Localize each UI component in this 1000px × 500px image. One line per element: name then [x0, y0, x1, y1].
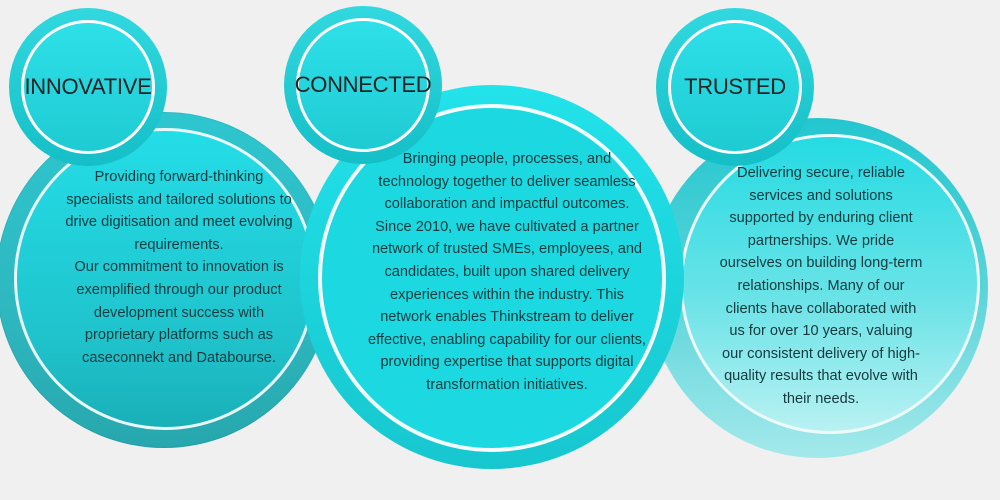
connected-title-badge: CONNECTED: [284, 6, 442, 164]
innovative-description-2: Our commitment to innovation is exemplif…: [74, 259, 284, 366]
innovative-circle: [14, 128, 316, 430]
connected-description: Bringing people, processes, and technolo…: [368, 151, 646, 393]
trusted-description: Delivering secure, reliable services and…: [719, 165, 923, 407]
innovative-description-block: Providing forward-thinking specialists a…: [60, 166, 298, 369]
trusted-title-ring: TRUSTED: [668, 20, 802, 154]
trusted-circle: [680, 134, 980, 434]
innovative-title: INNOVATIVE: [24, 74, 152, 99]
connected-title: CONNECTED: [294, 72, 432, 97]
trusted-title-badge: TRUSTED: [656, 8, 814, 166]
innovative-title-badge: INNOVATIVE: [9, 8, 167, 166]
innovative-description: Providing forward-thinking specialists a…: [65, 169, 293, 253]
innovative-title-ring: INNOVATIVE: [21, 20, 155, 154]
trusted-title: TRUSTED: [684, 74, 786, 99]
connected-title-ring: CONNECTED: [294, 18, 432, 152]
